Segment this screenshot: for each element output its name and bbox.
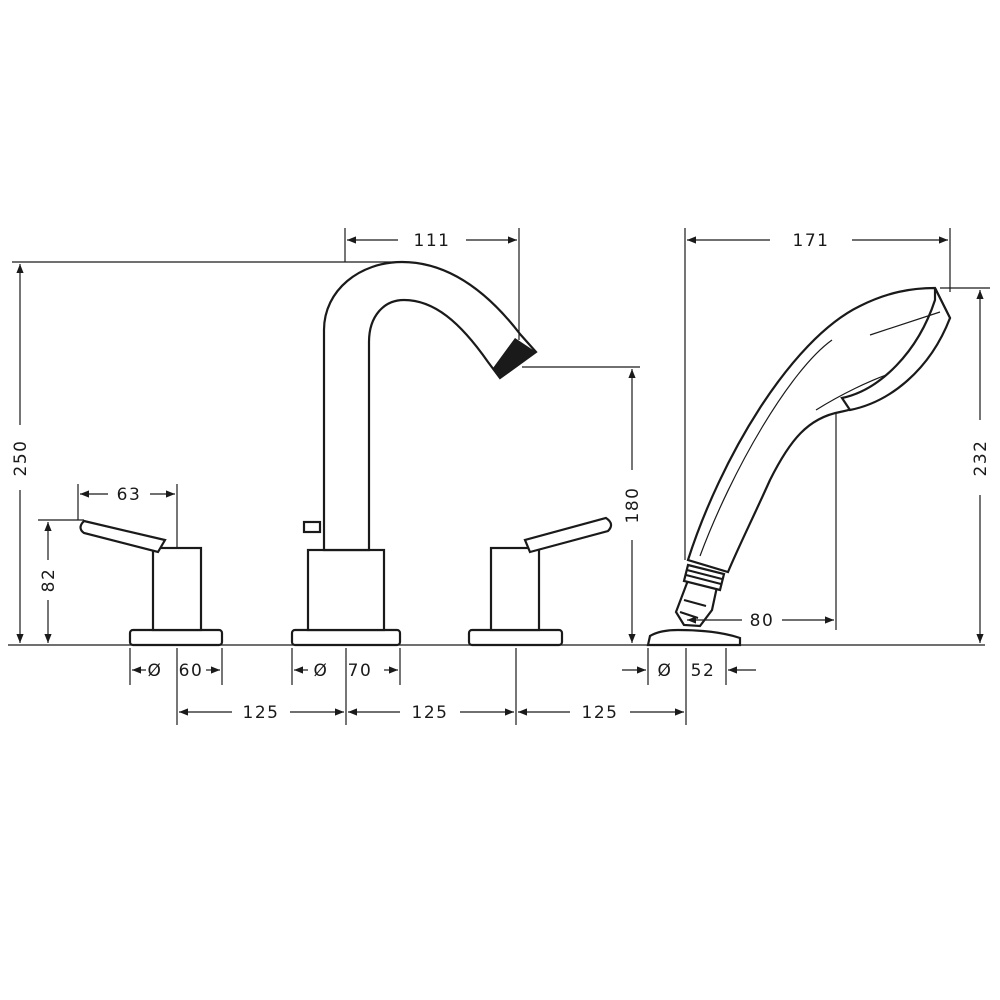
right-handle-base xyxy=(467,628,564,647)
spout-assembly xyxy=(290,260,538,647)
left-handle xyxy=(79,519,224,647)
left-handle-body xyxy=(151,546,203,632)
dim-handle-reach: 63 xyxy=(117,485,142,505)
dim-hand-shower-offset: 80 xyxy=(750,611,775,631)
dim-hand-shower-length: 171 xyxy=(793,231,830,251)
pop-up-knob xyxy=(302,520,322,534)
dim-handle-base-diameter: 60 xyxy=(179,661,204,681)
spout-base xyxy=(290,628,402,647)
spout-body xyxy=(306,548,386,632)
right-handle xyxy=(467,516,613,647)
dim-spout-base-diameter: 70 xyxy=(348,661,373,681)
extension-lines xyxy=(12,228,990,725)
dim-total-height: 250 xyxy=(11,440,31,477)
dimension-labels: 111 171 63 80 250 82 180 232 Ø 60 Ø 70 Ø… xyxy=(11,231,991,723)
right-handle-lever xyxy=(523,516,613,554)
spout-outlet xyxy=(493,338,536,378)
spout-curve xyxy=(322,260,538,552)
dim-spacing-2: 125 xyxy=(412,703,449,723)
diameter-symbol-shower: Ø xyxy=(658,661,673,681)
hand-shower-handle xyxy=(686,286,952,574)
hand-shower-assembly xyxy=(646,286,952,647)
dim-handle-height: 82 xyxy=(39,568,59,593)
dim-spout-height: 180 xyxy=(623,487,643,524)
dim-hand-shower-height: 232 xyxy=(971,440,991,477)
hand-shower-holder xyxy=(646,628,742,647)
dim-shower-base-diameter: 52 xyxy=(691,661,716,681)
left-handle-base xyxy=(128,628,224,647)
dim-spacing-3: 125 xyxy=(582,703,619,723)
diameter-symbol-spout: Ø xyxy=(314,661,329,681)
hand-shower-head-face xyxy=(840,287,952,412)
dim-spout-reach: 111 xyxy=(414,231,451,251)
dim-spacing-1: 125 xyxy=(243,703,280,723)
diameter-symbol-handle: Ø xyxy=(148,661,163,681)
left-handle-lever xyxy=(79,519,167,554)
dimension-lines xyxy=(16,236,984,716)
right-handle-body xyxy=(489,546,541,632)
